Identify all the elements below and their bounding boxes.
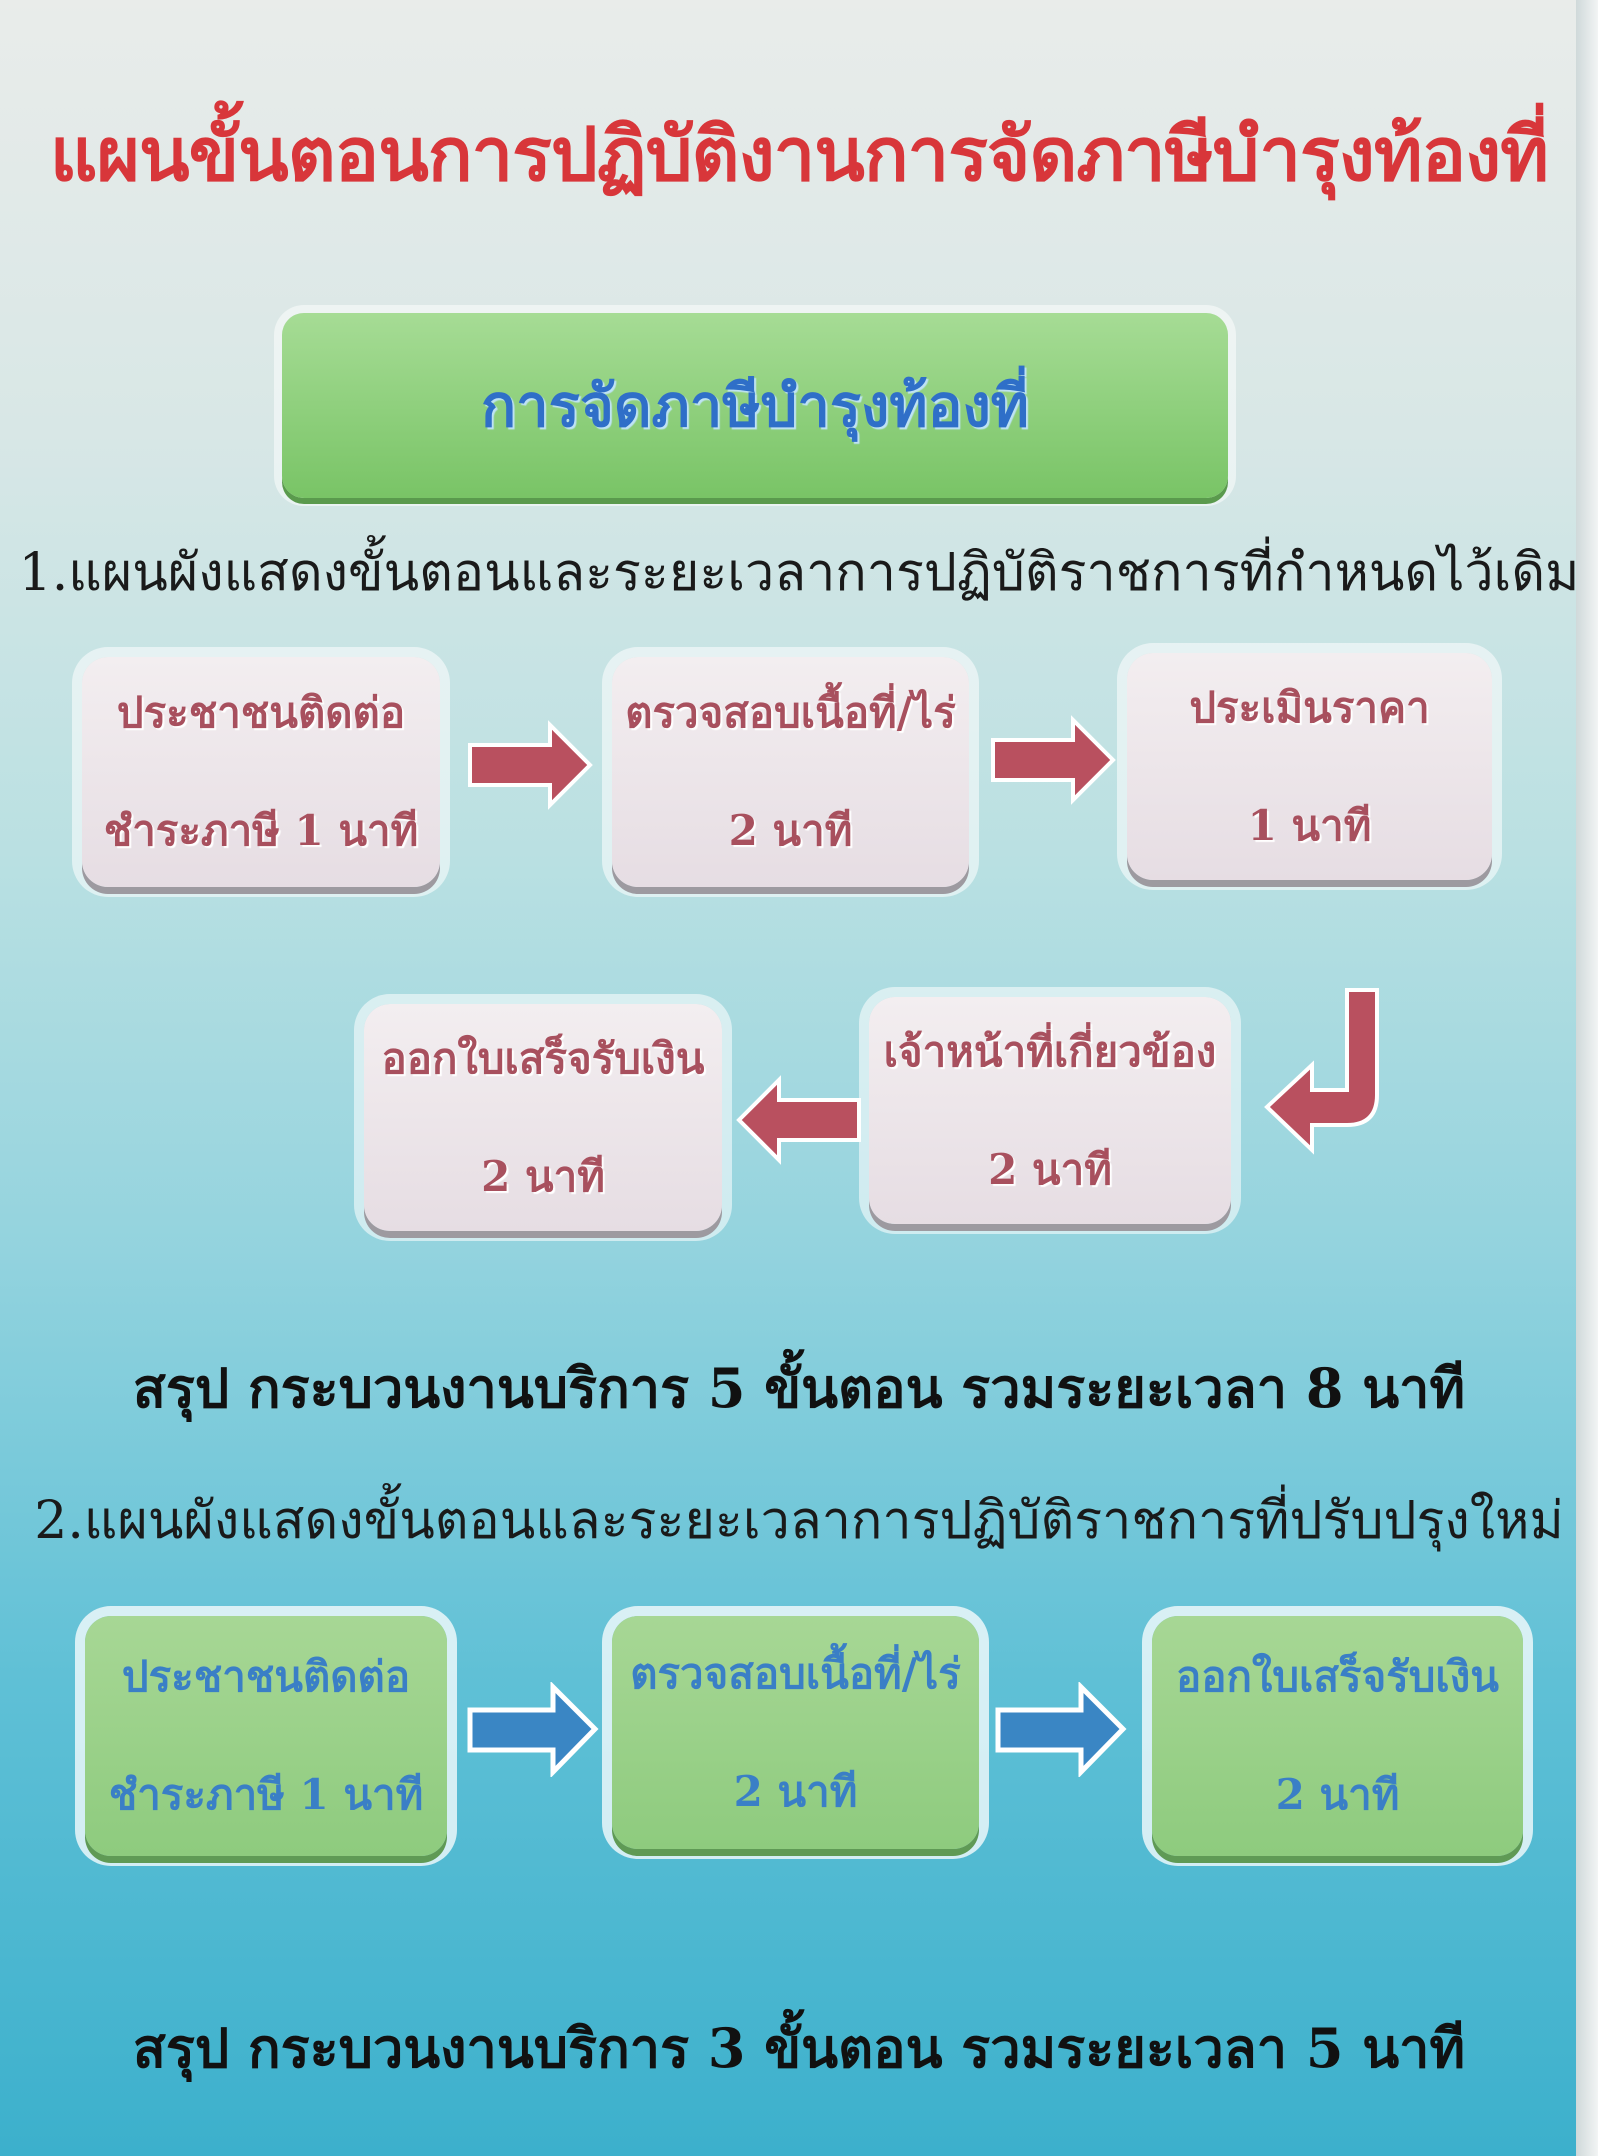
step-label: ประชาชนติดต่อ — [116, 688, 406, 737]
step-label: ตรวจสอบเนื้อที่/ไร่ — [625, 688, 956, 737]
old-step-1: ประชาชนติดต่อ ชำระภาษี 1 นาที — [82, 657, 440, 887]
section1-heading: 1.แผนผังแสดงขั้นตอนและระยะเวลาการปฏิบัติ… — [18, 543, 1580, 603]
step-label: ตรวจสอบเนื้อที่/ไร่ — [630, 1648, 961, 1698]
step-time: 2 นาที — [728, 806, 853, 855]
right-arrow-icon — [468, 720, 593, 810]
step-time: ชำระภาษี 1 นาที — [108, 1770, 424, 1819]
new-step-1: ประชาชนติดต่อ ชำระภาษี 1 นาที — [85, 1616, 447, 1856]
right-arrow-icon — [995, 1682, 1127, 1777]
poster-edge — [1576, 0, 1598, 2156]
poster-title: แผนขั้นตอนการปฏิบัติงานการจัดภาษีบำรุงท้… — [49, 112, 1549, 198]
step-label: ออกใบเสร็จรับเงิน — [381, 1033, 705, 1083]
old-step-2: ตรวจสอบเนื้อที่/ไร่ 2 นาที — [612, 657, 969, 887]
right-arrow-icon — [991, 715, 1116, 805]
header-box: การจัดภาษีบำรุงท้องที่ — [282, 313, 1228, 498]
section2-heading: 2.แผนผังแสดงขั้นตอนและระยะเวลาการปฏิบัติ… — [34, 1491, 1564, 1551]
step-time: 2 นาที — [733, 1766, 858, 1816]
left-arrow-icon — [736, 1075, 861, 1165]
step-time: 2 นาที — [988, 1144, 1112, 1194]
old-step-5: ออกใบเสร็จรับเงิน 2 นาที — [364, 1004, 722, 1231]
right-arrow-icon — [467, 1682, 599, 1777]
section2-summary: สรุป กระบวนงานบริการ 3 ขั้นตอน รวมระยะเว… — [132, 2016, 1466, 2080]
step-label: ประชาชนติดต่อ — [121, 1652, 411, 1701]
step-label: เจ้าหน้าที่เกี่ยวข้อง — [883, 1026, 1217, 1076]
new-step-3: ออกใบเสร็จรับเงิน 2 นาที — [1152, 1616, 1523, 1856]
step-label: ออกใบเสร็จรับเงิน — [1176, 1652, 1499, 1701]
bent-arrow-icon — [1264, 988, 1379, 1155]
section1-summary: สรุป กระบวนงานบริการ 5 ขั้นตอน รวมระยะเว… — [132, 1356, 1466, 1420]
step-time: ชำระภาษี 1 นาที — [103, 806, 419, 855]
old-step-4: เจ้าหน้าที่เกี่ยวข้อง 2 นาที — [869, 997, 1231, 1224]
step-time: 1 นาที — [1247, 800, 1372, 850]
step-label: ประเมินราคา — [1189, 682, 1430, 732]
step-time: 2 นาที — [1275, 1770, 1400, 1819]
step-time: 2 นาที — [481, 1151, 605, 1201]
old-step-3: ประเมินราคา 1 นาที — [1127, 653, 1492, 880]
new-step-2: ตรวจสอบเนื้อที่/ไร่ 2 นาที — [612, 1616, 979, 1849]
